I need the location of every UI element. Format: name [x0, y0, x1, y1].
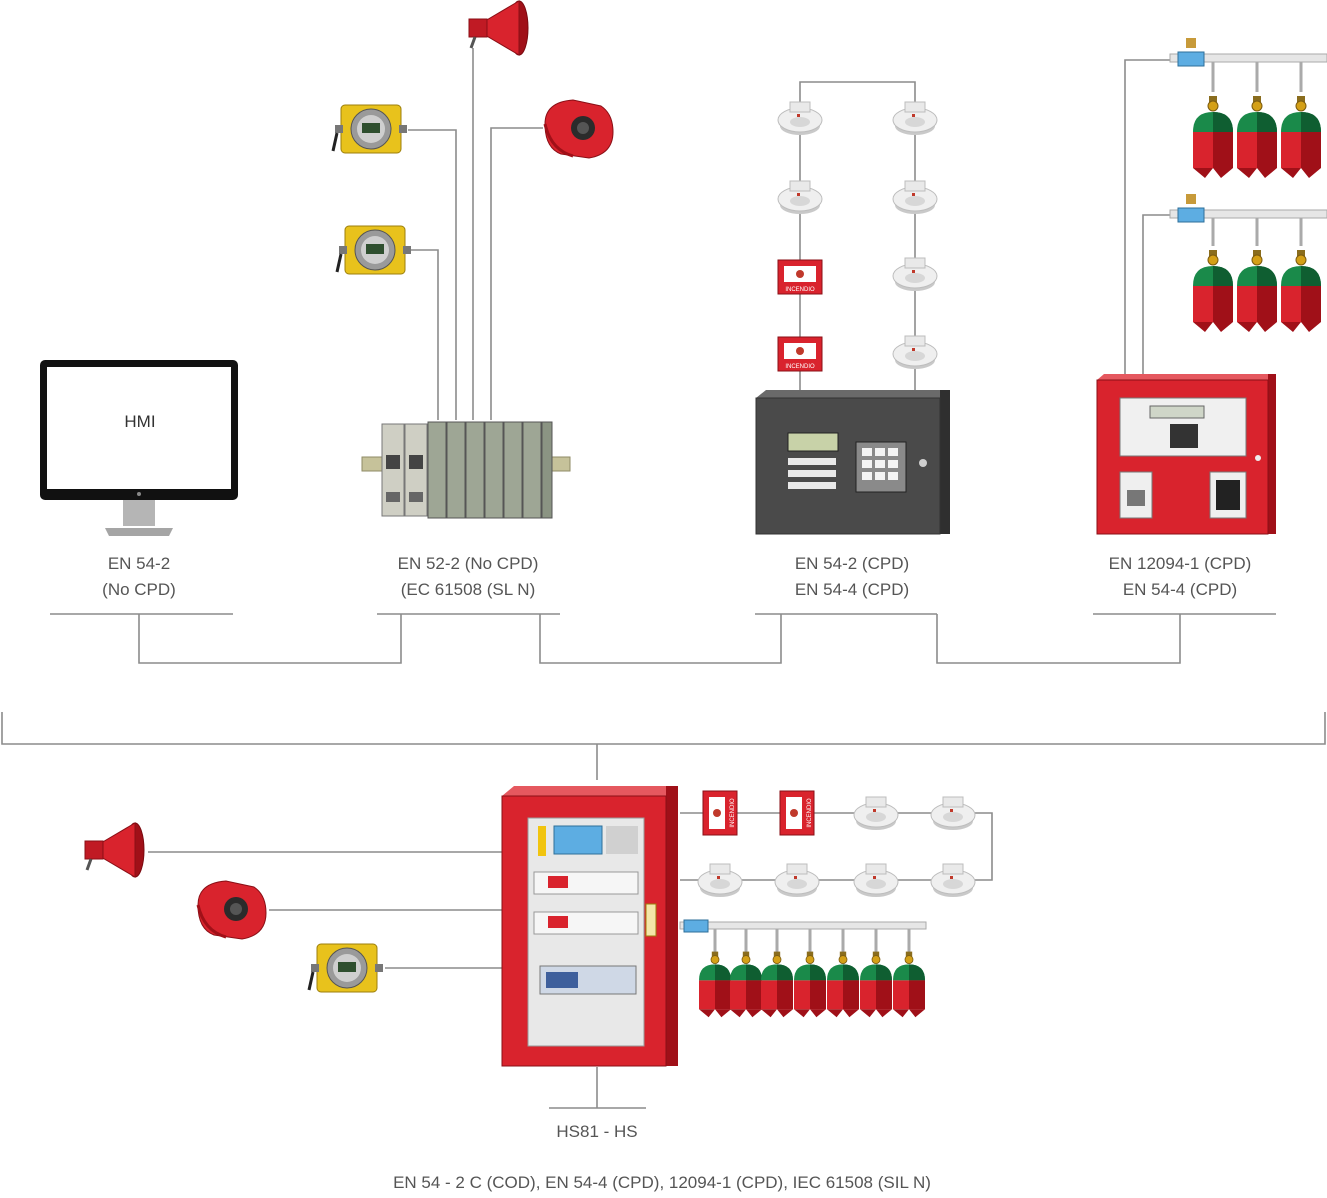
- smoke-detector-icon: [892, 101, 938, 136]
- smoke-detector-icon: [892, 180, 938, 215]
- smoke-detector-icon: [930, 796, 976, 831]
- smoke-detector-icon: [774, 863, 820, 898]
- horn-icon: [83, 821, 146, 879]
- gas-detector-icon: [307, 942, 385, 994]
- horn-icon: [467, 0, 530, 57]
- io-rack-standard-label: EN 52-2 (No CPD) (EC 61508 (SL N): [368, 551, 568, 603]
- fire-panel-standard-line2: EN 54-4 (CPD): [794, 580, 910, 599]
- manual-call-point-icon: [702, 790, 738, 836]
- hmi-monitor: [40, 360, 238, 536]
- smoke-detector-icon: [853, 796, 899, 831]
- extinguishing-panel-standard-label: EN 12094-1 (CPD) EN 54-4 (CPD): [1080, 551, 1280, 603]
- gas-detector-icon: [331, 103, 409, 155]
- flame-detector-icon: [543, 98, 615, 160]
- extinguishing-standard-line1: EN 12094-1 (CPD): [1108, 554, 1252, 573]
- gas-cylinder-icon: [892, 951, 926, 1018]
- smoke-detector-icon: [697, 863, 743, 898]
- smoke-detector-icon: [777, 180, 823, 215]
- manual-call-point-icon: [779, 790, 815, 836]
- hs81-cabinet: [501, 786, 678, 1067]
- flame-detector-icon: [196, 879, 268, 941]
- hmi-screen-label: HMI: [124, 412, 156, 431]
- gas-cylinder-icon: [793, 951, 827, 1018]
- extinguishing-standard-line2: EN 54-4 (CPD): [1122, 580, 1238, 599]
- io-rack: [361, 421, 571, 519]
- gas-cylinder-icon: [1192, 249, 1234, 333]
- gas-cylinder-icon: [1236, 95, 1278, 179]
- smoke-detector-icon: [853, 863, 899, 898]
- hmi-standard-label: EN 54-2 (No CPD): [49, 551, 229, 603]
- smoke-detector-icon: [892, 257, 938, 292]
- hmi-standard-line2: (No CPD): [102, 580, 176, 599]
- gas-cylinder-icon: [1236, 249, 1278, 333]
- smoke-detector-icon: [930, 863, 976, 898]
- manual-call-point-icon: [777, 259, 823, 295]
- extinguishing-manifold: [1169, 38, 1327, 92]
- gas-cylinder-icon: [1280, 249, 1322, 333]
- hmi-standard-line1: EN 54-2: [107, 554, 171, 573]
- main-system-name: HS81 - HS: [556, 1122, 638, 1141]
- gas-detector-icon: [335, 224, 413, 276]
- io-rack-standard-line2: (EC 61508 (SL N): [400, 580, 536, 599]
- extinguishing-manifold: [679, 919, 927, 952]
- extinguishing-manifold: [1169, 194, 1327, 246]
- manual-call-point-icon: [777, 336, 823, 372]
- main-system-standards: EN 54 - 2 C (COD), EN 54-4 (CPD), 12094-…: [393, 1173, 931, 1192]
- gas-cylinder-icon: [1280, 95, 1322, 179]
- io-rack-standard-line1: EN 52-2 (No CPD): [397, 554, 539, 573]
- extinguishing-control-panel: [1096, 374, 1276, 535]
- network-wiring: [1, 48, 1326, 1109]
- gas-cylinder-icon: [826, 951, 860, 1018]
- gas-cylinder-icon: [1192, 95, 1234, 179]
- smoke-detector-icon: [777, 101, 823, 136]
- gas-cylinder-icon: [729, 951, 763, 1018]
- gas-cylinder-icon: [760, 951, 794, 1018]
- gas-cylinder-icon: [698, 951, 732, 1018]
- fire-control-panel: [755, 390, 950, 535]
- fire-panel-standard-line1: EN 54-2 (CPD): [794, 554, 910, 573]
- smoke-detector-icon: [892, 335, 938, 370]
- fire-panel-standard-label: EN 54-2 (CPD) EN 54-4 (CPD): [752, 551, 952, 603]
- gas-cylinder-icon: [859, 951, 893, 1018]
